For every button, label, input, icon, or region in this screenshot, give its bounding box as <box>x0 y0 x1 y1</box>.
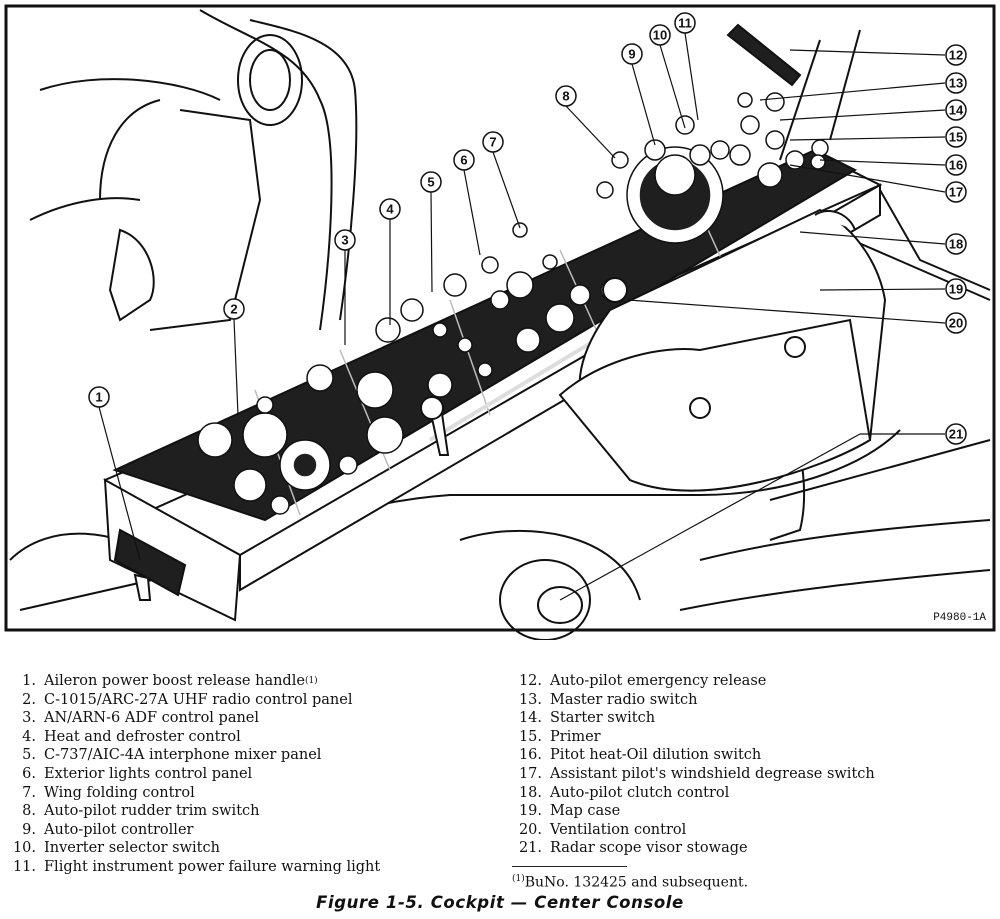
svg-text:13: 13 <box>949 76 963 91</box>
svg-text:8: 8 <box>562 89 569 104</box>
svg-text:4: 4 <box>386 202 394 217</box>
legend-item: 20.Ventilation control <box>518 821 687 838</box>
svg-text:7: 7 <box>489 135 496 150</box>
callout-4: 4 <box>379 198 401 220</box>
callout-5: 5 <box>420 171 442 193</box>
legend-item: 1.Aileron power boost release handle(1) <box>22 673 318 689</box>
svg-text:20: 20 <box>949 316 963 331</box>
legend-item: 3.AN/ARN-6 ADF control panel <box>22 710 260 727</box>
legend-item: 13.Master radio switch <box>518 691 698 708</box>
footnote: (1)BuNo. 132425 and subsequent. <box>512 873 749 891</box>
legend-item: 14.Starter switch <box>518 710 656 727</box>
svg-text:19: 19 <box>949 282 963 297</box>
callout-21: 21 <box>945 423 967 445</box>
svg-text:14: 14 <box>949 103 964 118</box>
legend-item: 9.Auto-pilot controller <box>22 821 194 838</box>
callout-19: 19 <box>945 278 967 300</box>
svg-text:17: 17 <box>949 185 963 200</box>
legend-right-column: 12.Auto-pilot emergency release 13.Maste… <box>512 672 992 892</box>
legend-item: 6.Exterior lights control panel <box>22 765 253 782</box>
legend-item: 21.Radar scope visor stowage <box>518 840 748 857</box>
svg-text:18: 18 <box>949 237 963 252</box>
callout-8: 8 <box>555 85 577 107</box>
callout-18: 18 <box>945 233 967 255</box>
legend-item: 18.Auto-pilot clutch control <box>518 784 730 801</box>
svg-text:15: 15 <box>949 130 963 145</box>
svg-text:6: 6 <box>460 153 467 168</box>
legend-item: 7.Wing folding control <box>22 784 195 801</box>
footnote-rule <box>512 865 627 867</box>
callout-15: 15 <box>945 126 967 148</box>
legend-item: 16.Pitot heat-Oil dilution switch <box>518 747 762 764</box>
callout-14: 14 <box>945 99 967 121</box>
cockpit-structure <box>9 9 991 640</box>
map-case <box>558 208 887 492</box>
callout-16: 16 <box>945 154 967 176</box>
legend-item: 10.Inverter selector switch <box>12 840 220 857</box>
svg-text:16: 16 <box>949 158 963 173</box>
legend-item: 19.Map case <box>518 803 621 820</box>
svg-text:2: 2 <box>230 302 237 317</box>
svg-text:10: 10 <box>653 28 667 43</box>
drawing-code: P4980-1A <box>933 612 986 624</box>
svg-text:21: 21 <box>949 427 963 442</box>
svg-text:5: 5 <box>427 175 434 190</box>
callout-12: 12 <box>945 44 967 66</box>
callout-10: 10 <box>649 24 671 46</box>
legend-item: 8.Auto-pilot rudder trim switch <box>22 803 260 820</box>
legend-item: 17.Assistant pilot's windshield degrease… <box>518 765 875 782</box>
legend-item: 4.Heat and defroster control <box>22 728 241 745</box>
svg-text:9: 9 <box>628 47 635 62</box>
callout-3: 3 <box>334 229 356 251</box>
callout-9: 9 <box>621 43 643 65</box>
callout-11: 11 <box>674 12 696 34</box>
callout-17: 17 <box>945 181 967 203</box>
legend-item: 15.Primer <box>518 728 601 745</box>
callout-20: 20 <box>945 312 967 334</box>
callout-13: 13 <box>945 72 967 94</box>
callout-markers: 1 2 3 4 5 6 7 8 9 10 11 12 13 14 15 16 1… <box>88 12 967 445</box>
legend-left-column: 1.Aileron power boost release handle(1) … <box>6 672 486 877</box>
svg-text:12: 12 <box>949 48 963 63</box>
callout-1: 1 <box>88 386 110 408</box>
svg-text:3: 3 <box>341 233 348 248</box>
callout-6: 6 <box>453 149 475 171</box>
handles <box>113 23 802 601</box>
callout-7: 7 <box>482 131 504 153</box>
legend-item: 5.C-737/AIC-4A interphone mixer panel <box>22 747 322 764</box>
leader-lines <box>98 32 946 601</box>
figure-caption: Figure 1-5. Cockpit — Center Console <box>316 893 684 912</box>
svg-text:11: 11 <box>678 16 692 31</box>
legend-item: 12.Auto-pilot emergency release <box>518 673 767 689</box>
callout-2: 2 <box>223 298 245 320</box>
legend-item: 11.Flight instrument power failure warni… <box>12 858 381 875</box>
legend-item: 2.C-1015/ARC-27A UHF radio control panel <box>22 691 353 708</box>
center-console-illustration: 1 2 3 4 5 6 7 8 9 10 11 12 13 14 15 16 1… <box>4 4 996 640</box>
svg-text:1: 1 <box>95 390 102 405</box>
